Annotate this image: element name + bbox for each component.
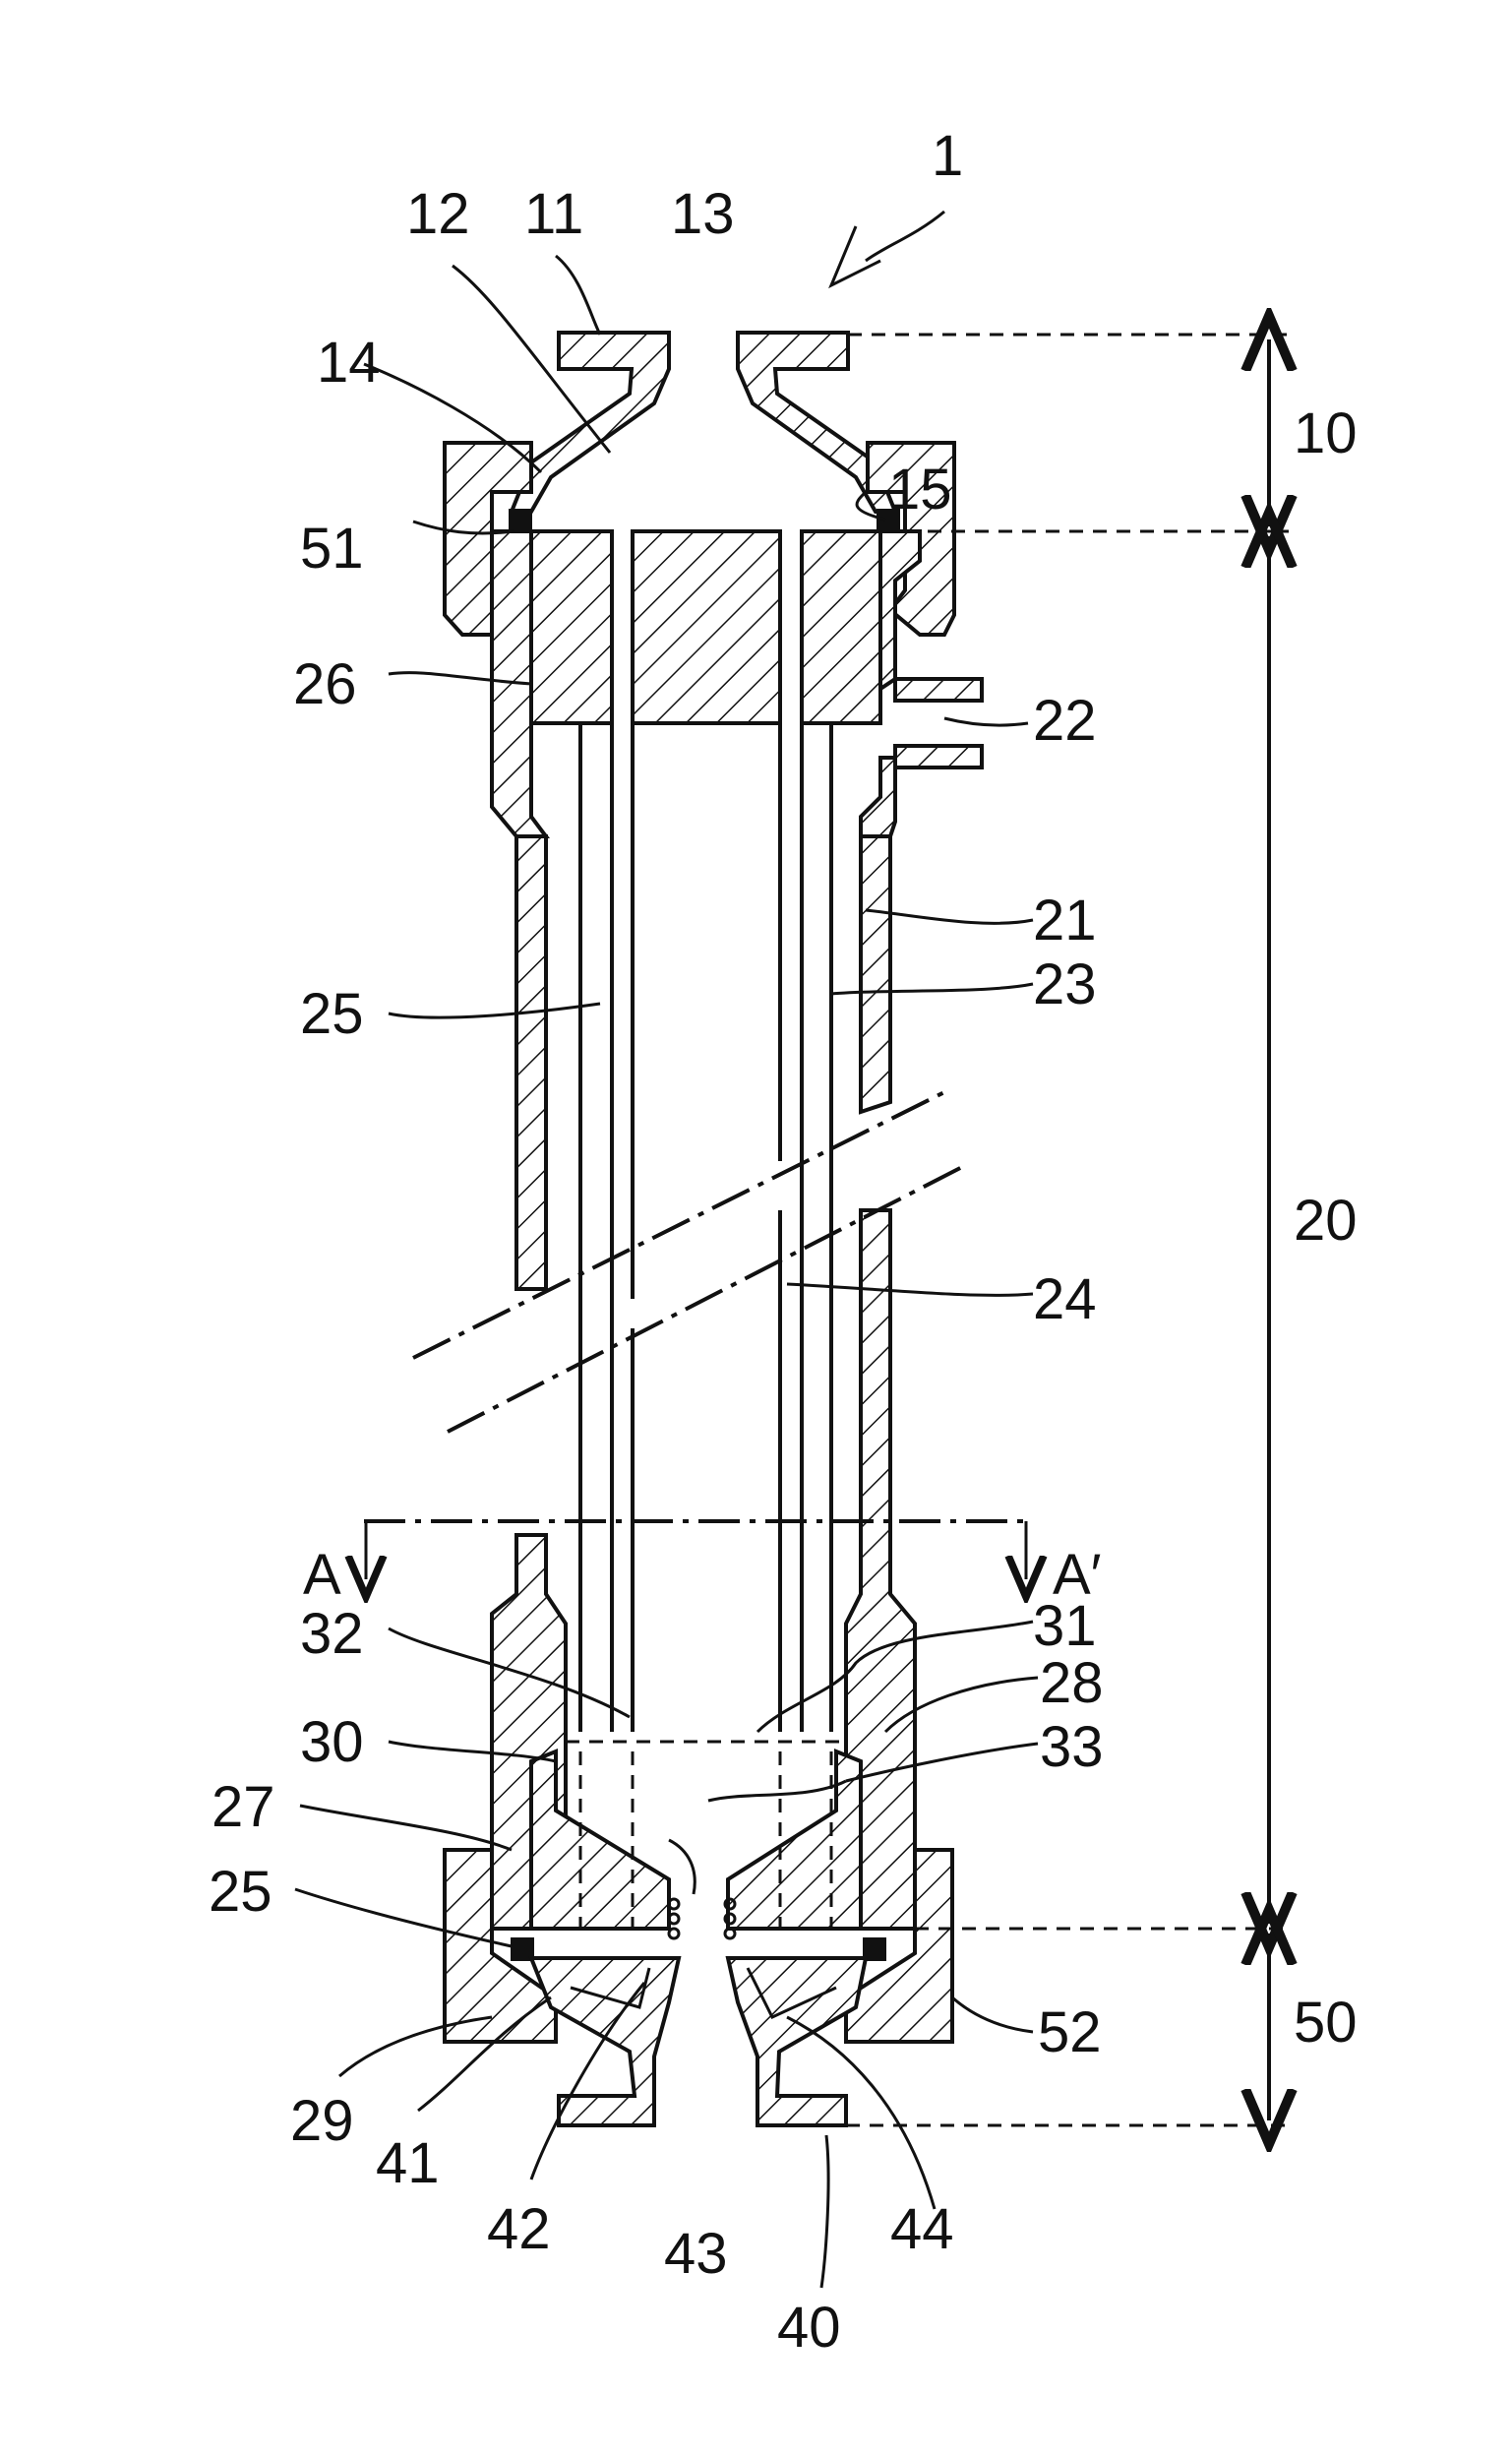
lower-small-rings: [669, 1899, 735, 1938]
upper-seal-left: [510, 510, 531, 531]
label-50: 50: [1294, 1991, 1358, 2055]
label-27: 27: [212, 1775, 275, 1839]
section-label-a: A: [303, 1543, 341, 1607]
label-25-lower: 25: [209, 1860, 272, 1924]
upper-potting-center: [633, 531, 780, 723]
label-44: 44: [890, 2197, 954, 2261]
housing-right-wall-upper2: [861, 758, 895, 836]
label-31: 31: [1033, 1594, 1097, 1658]
label-29: 29: [290, 2089, 354, 2153]
label-28: 28: [1040, 1651, 1104, 1715]
label-20: 20: [1294, 1189, 1358, 1253]
label-43: 43: [664, 2222, 728, 2286]
label-32: 32: [300, 1602, 364, 1666]
label-52: 52: [1038, 2000, 1102, 2064]
housing-left-wall-middle: [516, 836, 546, 1289]
label-12: 12: [406, 182, 470, 246]
label-40: 40: [777, 2296, 841, 2360]
label-42: 42: [487, 2197, 551, 2261]
label-15: 15: [888, 458, 952, 522]
label-11: 11: [524, 182, 583, 246]
label-23: 23: [1033, 952, 1097, 1016]
label-1: 1: [932, 124, 963, 188]
upper-potting-right: [802, 531, 880, 723]
label-13: 13: [671, 182, 735, 246]
top-cap: [512, 333, 895, 512]
label-51: 51: [300, 517, 364, 581]
label-30: 30: [300, 1710, 364, 1774]
label-21: 21: [1033, 889, 1097, 952]
label-25-upper: 25: [300, 982, 364, 1046]
label-26: 26: [293, 652, 357, 716]
outlet-port-lower: [895, 746, 982, 768]
label-41: 41: [376, 2131, 440, 2195]
housing-right-wall-middle: [861, 836, 890, 1112]
label-22: 22: [1033, 689, 1097, 753]
upper-potting-left: [531, 531, 612, 723]
label-33: 33: [1040, 1715, 1104, 1779]
label-24: 24: [1033, 1267, 1097, 1331]
lower-potting-right: [728, 1751, 861, 1929]
outlet-port-upper: [895, 679, 982, 701]
label-10: 10: [1294, 401, 1358, 465]
lower-potting-left: [531, 1751, 669, 1929]
label-14: 14: [317, 331, 381, 395]
